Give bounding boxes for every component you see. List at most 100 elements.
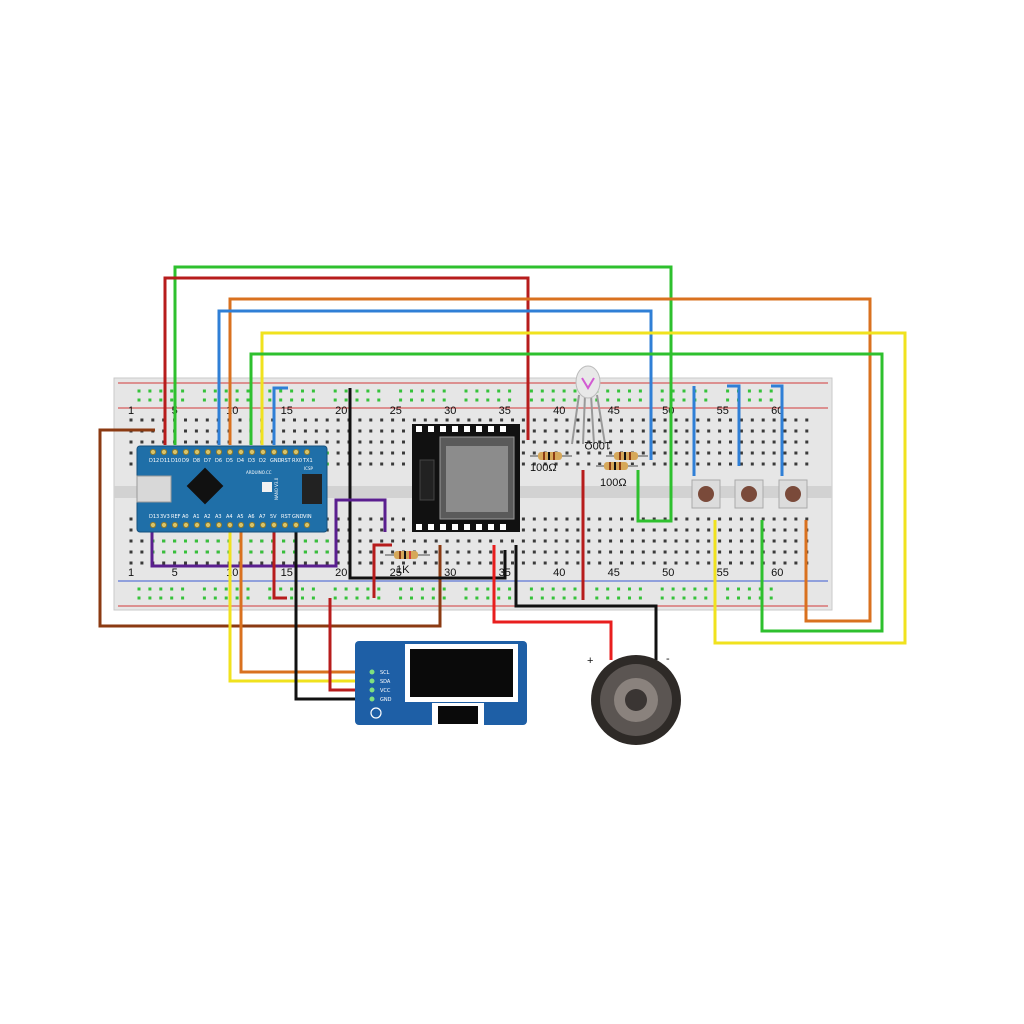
- breadboard-hole: [696, 539, 700, 543]
- rail-hole: [486, 596, 490, 600]
- push-button-2-cap: [741, 486, 757, 502]
- breadboard-hole: [249, 561, 253, 565]
- breadboard-hole: [369, 539, 373, 543]
- breadboard-hole: [772, 440, 776, 444]
- rail-hole: [290, 389, 294, 393]
- breadboard-hole: [282, 440, 286, 444]
- arduino-pin: [193, 448, 201, 456]
- rail-hole: [366, 596, 370, 600]
- breadboard-hole: [543, 528, 547, 532]
- breadboard-hole: [663, 561, 667, 565]
- breadboard-hole: [260, 561, 264, 565]
- breadboard-hole: [293, 418, 296, 422]
- breadboard-hole: [554, 517, 558, 521]
- led-rgb-glow: [581, 377, 595, 390]
- rail-hole: [148, 587, 152, 591]
- rail-hole: [726, 398, 730, 402]
- breadboard-hole: [565, 462, 569, 466]
- rail-hole: [311, 587, 315, 591]
- breadboard-hole: [750, 517, 754, 521]
- arduino-pin: [248, 448, 256, 456]
- resistors: 100Ω 100Ω 100Ω 1K: [385, 439, 648, 576]
- rail-hole: [420, 389, 424, 393]
- dfplayer-pin: [464, 426, 470, 432]
- dfplayer-pin: [488, 524, 494, 530]
- breadboard-hole: [205, 561, 209, 565]
- breadboard-hole: [369, 528, 373, 532]
- breadboard-hole: [729, 451, 732, 455]
- breadboard-hole: [707, 517, 711, 521]
- rail-hole: [268, 596, 272, 600]
- breadboard-hole-connected: [216, 539, 220, 543]
- breadboard-hole: [532, 539, 536, 543]
- resistor-2-band: [624, 452, 626, 460]
- breadboard-hole: [358, 517, 362, 521]
- breadboard-hole: [391, 528, 395, 532]
- breadboard-hole: [739, 539, 743, 543]
- breadboard-hole: [369, 429, 373, 433]
- breadboard-hole: [587, 451, 591, 455]
- rail-hole: [737, 587, 740, 591]
- breadboard-hole: [576, 528, 580, 532]
- arduino-pin-label: D11: [160, 458, 170, 464]
- breadboard-hole: [543, 462, 547, 466]
- breadboard-hole: [456, 561, 460, 565]
- arduino-pin: [182, 448, 190, 456]
- arduino-reset-button: [262, 482, 272, 492]
- breadboard-hole: [794, 561, 798, 565]
- breadboard-hole: [761, 451, 765, 455]
- breadboard-hole: [805, 418, 809, 422]
- column-number: 45: [608, 405, 620, 417]
- breadboard-hole: [554, 429, 558, 433]
- rail-hole: [606, 596, 610, 600]
- wire-red-1k: [372, 543, 392, 598]
- breadboard-hole: [380, 440, 384, 444]
- rail-hole: [671, 596, 675, 600]
- breadboard-hole: [554, 561, 558, 565]
- breadboard-hole: [707, 429, 711, 433]
- arduino-pin: [237, 521, 245, 529]
- wire-orange-scl: [239, 532, 370, 674]
- arduino-pin-label: A7: [259, 514, 266, 520]
- arduino-icsp-header: [302, 474, 322, 504]
- arduino-pin-label: 5V: [270, 514, 277, 520]
- breadboard-hole: [543, 429, 547, 433]
- rail-hole: [137, 398, 141, 402]
- arduino-pin-label: D13: [149, 514, 159, 520]
- breadboard-hole: [467, 550, 471, 554]
- wire-red-top: [163, 276, 530, 445]
- speaker-dust-cap: [625, 689, 647, 711]
- dfplayer-pin: [440, 524, 446, 530]
- breadboard-hole: [674, 440, 678, 444]
- rail-hole: [148, 596, 152, 600]
- breadboard-hole: [369, 440, 373, 444]
- breadboard-hole: [598, 440, 602, 444]
- breadboard-hole: [129, 561, 133, 565]
- breadboard-hole: [729, 561, 732, 565]
- rail-hole: [497, 398, 501, 402]
- breadboard-hole-connected: [194, 539, 198, 543]
- push-button-1-cap: [698, 486, 714, 502]
- arduino-pin: [171, 448, 179, 456]
- breadboard-hole: [576, 550, 580, 554]
- rail-hole: [747, 398, 751, 402]
- rail-hole: [268, 587, 272, 591]
- arduino-model-text: NANO V3.0: [274, 477, 279, 500]
- breadboard-hole: [521, 451, 525, 455]
- arduino-pin: [204, 448, 212, 456]
- breadboard-hole: [423, 539, 427, 543]
- column-number: 55: [717, 567, 729, 579]
- breadboard-hole: [423, 418, 427, 422]
- rail-hole: [758, 398, 762, 402]
- breadboard-hole: [707, 528, 711, 532]
- rail-hole: [410, 596, 413, 600]
- rail-hole: [301, 389, 304, 393]
- breadboard-hole: [674, 539, 678, 543]
- breadboard-hole: [794, 418, 798, 422]
- breadboard-hole: [609, 517, 613, 521]
- breadboard-hole-connected: [173, 539, 177, 543]
- breadboard-hole: [805, 440, 809, 444]
- breadboard-hole: [521, 418, 525, 422]
